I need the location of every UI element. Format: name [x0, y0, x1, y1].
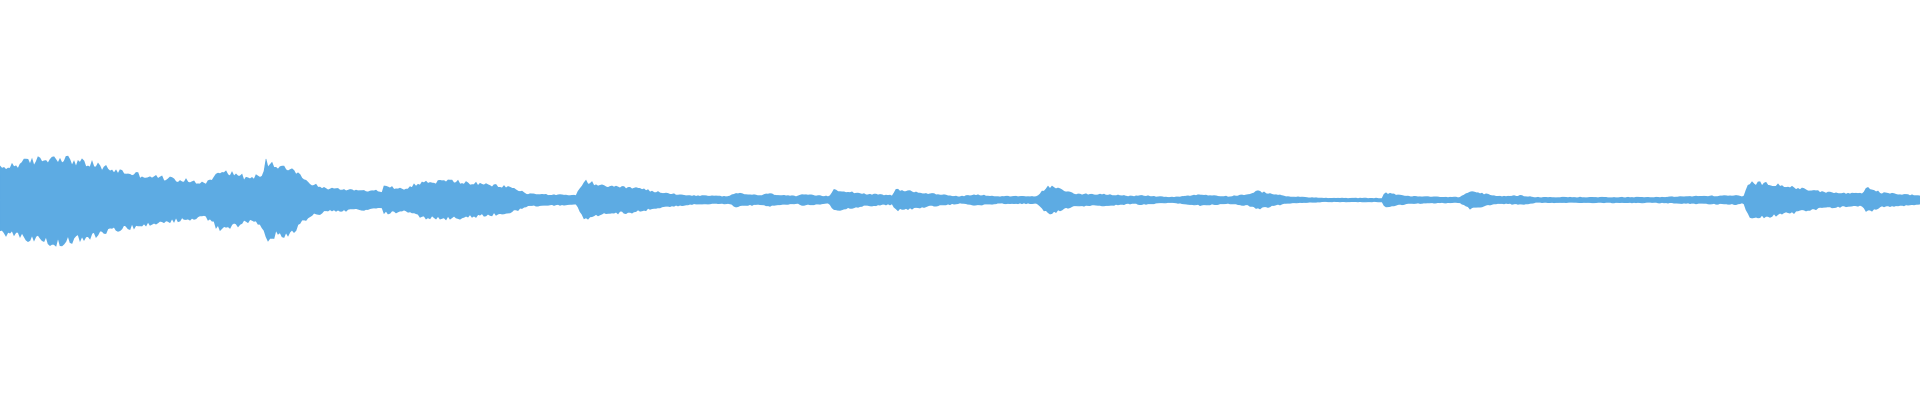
waveform-shape	[0, 155, 1920, 247]
